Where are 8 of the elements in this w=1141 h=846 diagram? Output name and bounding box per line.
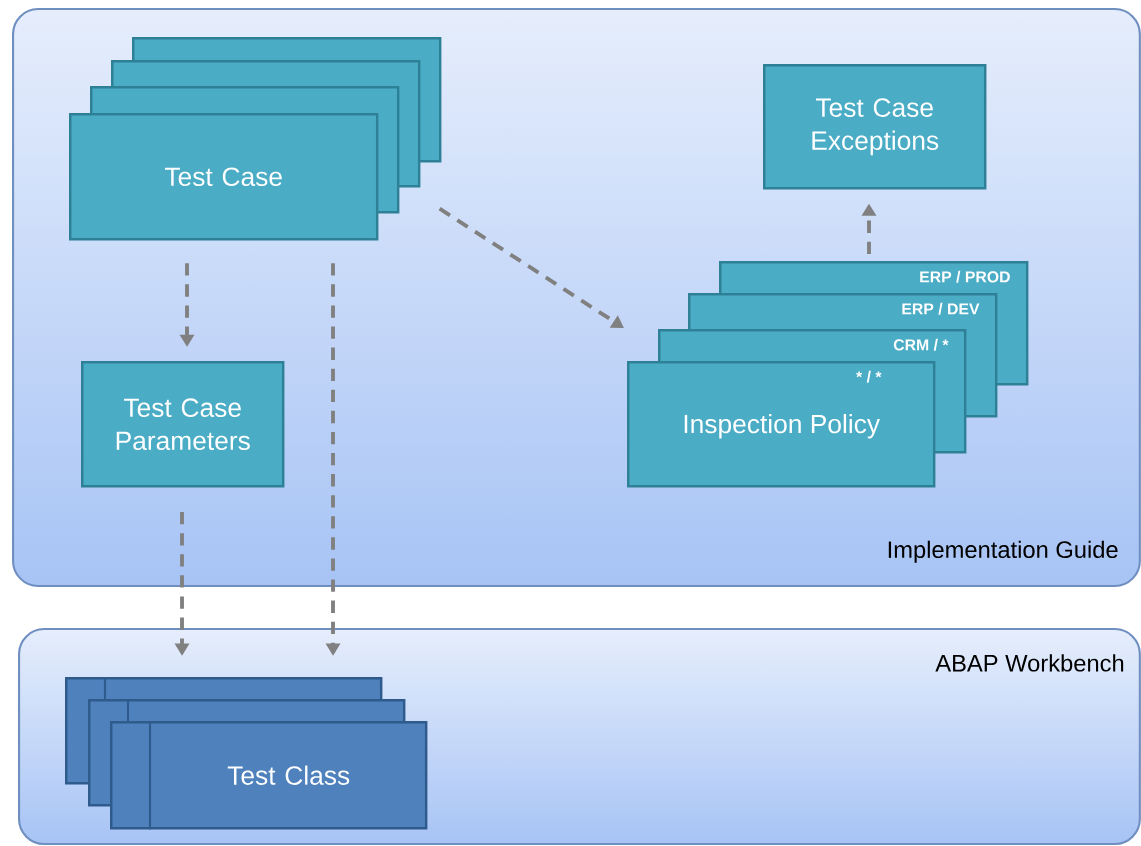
class-card-stack: Test Class — [65, 677, 428, 830]
card: Test Case Exceptions — [763, 64, 987, 190]
card-stack: Test Case — [69, 37, 442, 241]
card: Test Case Parameters — [81, 361, 285, 488]
node-label: ERP / PROD — [920, 270, 1010, 283]
node-label: CRM / * — [893, 338, 949, 351]
card-stack: ERP / PROD ERP / DEV CRM / * * / * Inspection Policy — [627, 261, 1029, 488]
node-label: ERP / DEV — [902, 302, 980, 315]
